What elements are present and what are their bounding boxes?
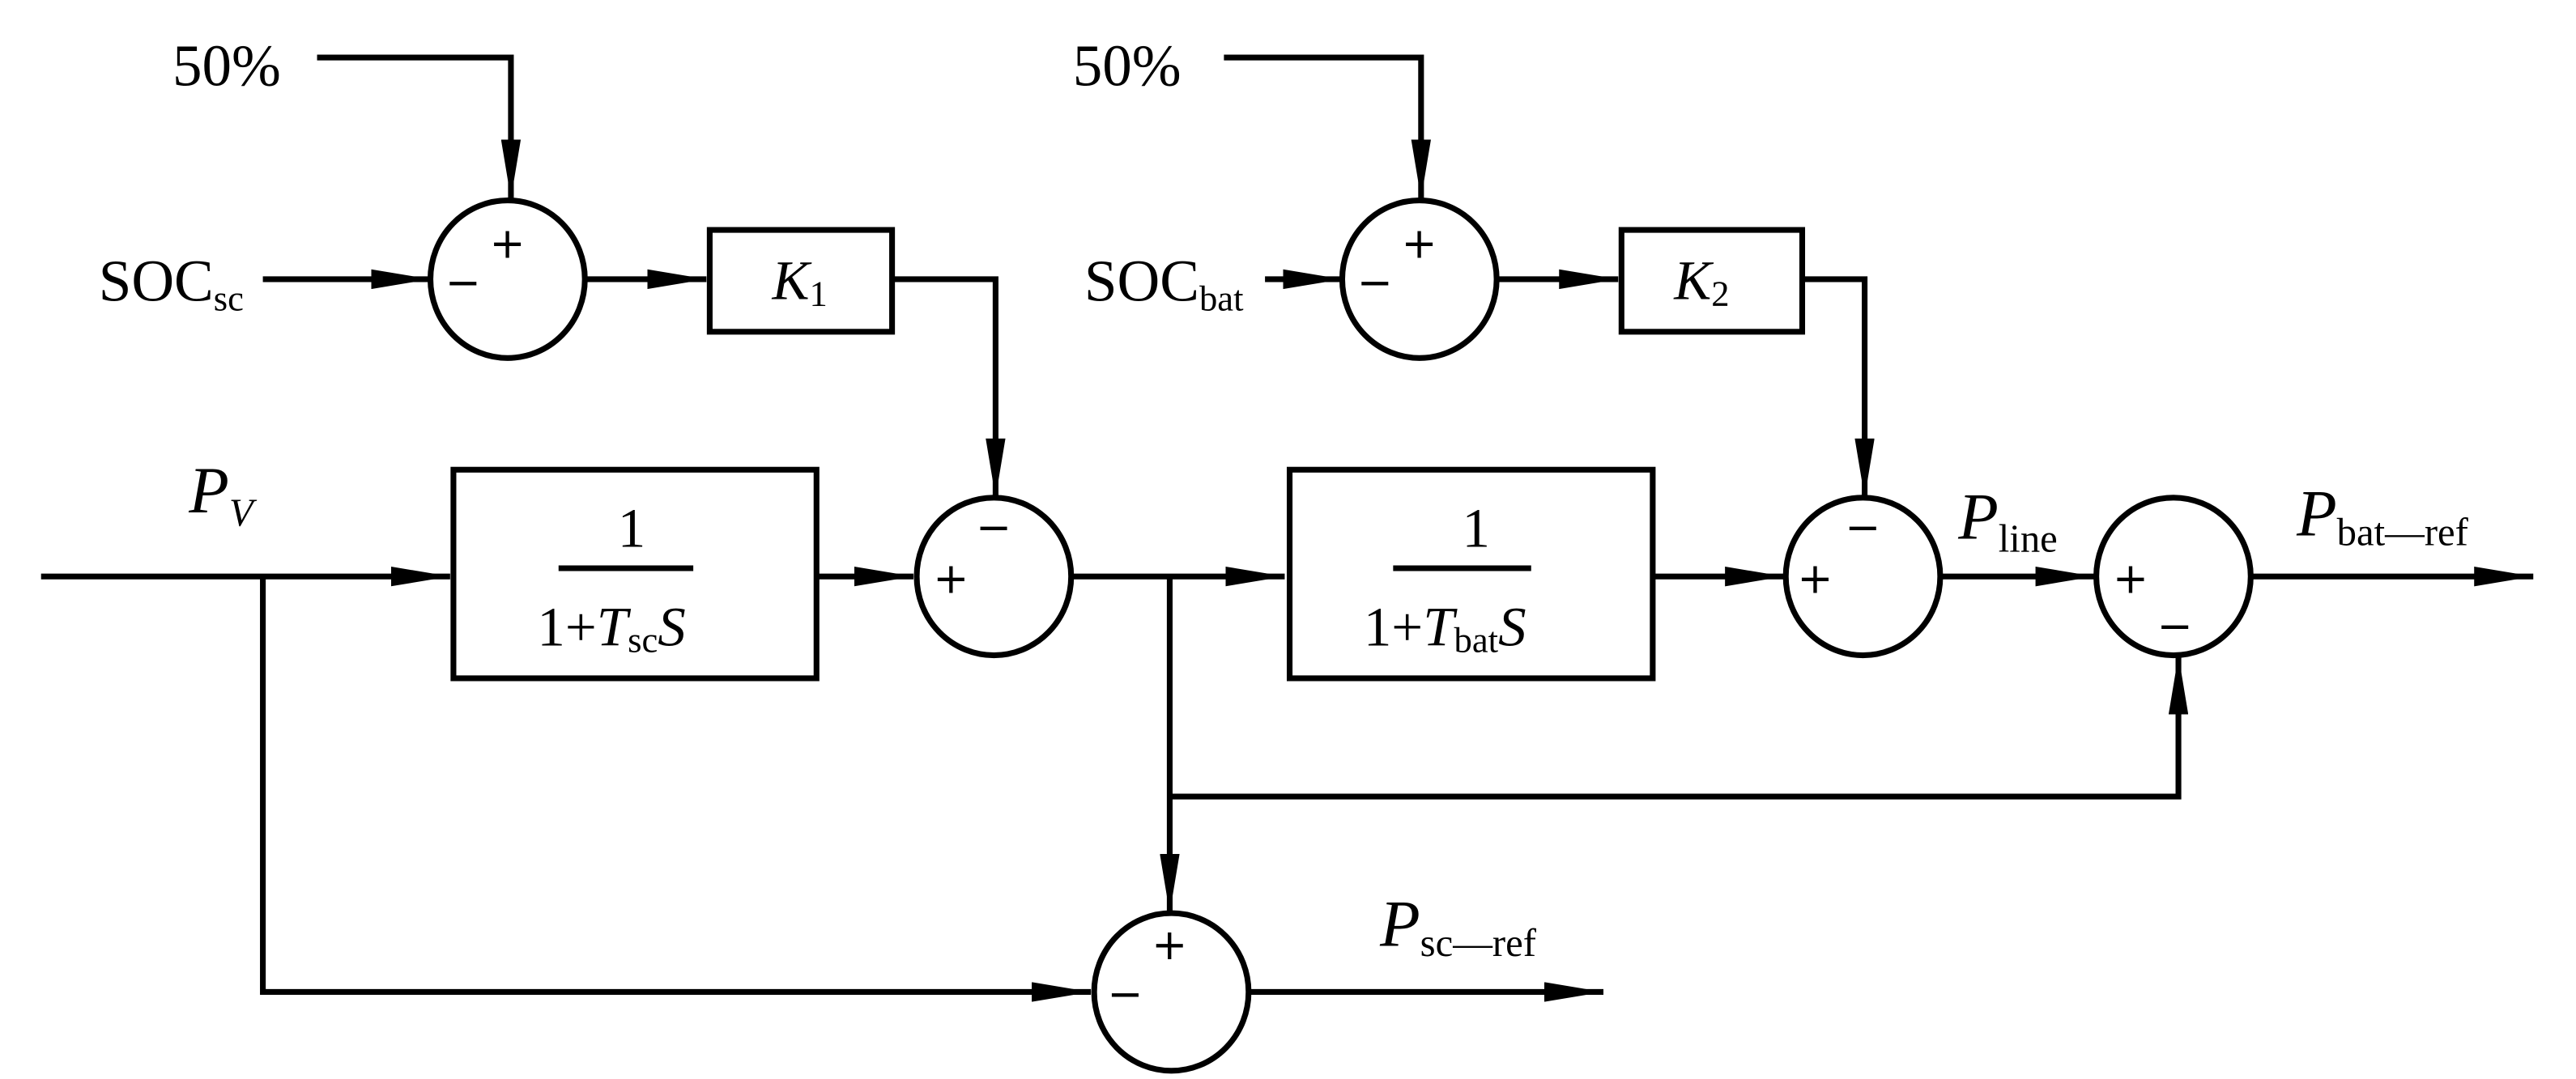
- low-pass-filter-bat: 1 1+TbatS: [1286, 466, 1656, 682]
- sum-junction-soc-bat: + −: [1339, 197, 1500, 361]
- filter-bat-numerator: 1: [1463, 498, 1490, 559]
- setpoint-bat-label: 50%: [1073, 33, 1182, 99]
- sum-junction-bat-ref: + −: [2093, 495, 2254, 659]
- p-bat-ref-label: Pbat—ref: [2296, 477, 2469, 554]
- sum-junction-sc-ref: + −: [1091, 910, 1252, 1074]
- sum-junction-sc-filter: − +: [913, 495, 1075, 659]
- gain-k1-label: K1: [771, 249, 827, 313]
- gain-block-k1: K1: [706, 227, 896, 335]
- plus-sign: +: [490, 219, 526, 269]
- sum-junction-soc-sc: + −: [427, 197, 588, 361]
- plus-sign: +: [1797, 554, 1833, 603]
- low-pass-filter-sc: 1 1+TscS: [450, 466, 820, 682]
- minus-sign: −: [1845, 503, 1880, 553]
- filter-sc-denominator: 1+TscS: [537, 596, 685, 660]
- gain-block-k2: K2: [1618, 227, 1806, 335]
- minus-sign: −: [976, 503, 1011, 553]
- soc-sc-label: SOCsc: [99, 248, 244, 318]
- plus-sign: +: [2113, 554, 2148, 603]
- minus-sign: −: [1107, 970, 1143, 1019]
- soc-bat-label: SOCbat: [1084, 248, 1244, 318]
- minus-sign: −: [1357, 258, 1393, 308]
- filter-bat-denominator: 1+TbatS: [1364, 596, 1526, 660]
- p-sc-ref-label: Psc—ref: [1379, 888, 1537, 965]
- filter-sc-numerator: 1: [618, 498, 645, 559]
- sum-junction-bat-filter: − +: [1782, 495, 1944, 659]
- p-line-label: Pline: [1957, 480, 2058, 560]
- signal-wires: [40, 54, 2534, 1002]
- minus-sign: −: [2157, 601, 2193, 651]
- plus-sign: +: [1152, 920, 1187, 970]
- setpoint-sc-label: 50%: [172, 33, 281, 99]
- minus-sign: −: [445, 258, 481, 308]
- gain-k2-label: K2: [1673, 249, 1729, 313]
- pv-label: PV: [188, 454, 258, 534]
- plus-sign: +: [933, 554, 969, 603]
- plus-sign: +: [1401, 219, 1437, 269]
